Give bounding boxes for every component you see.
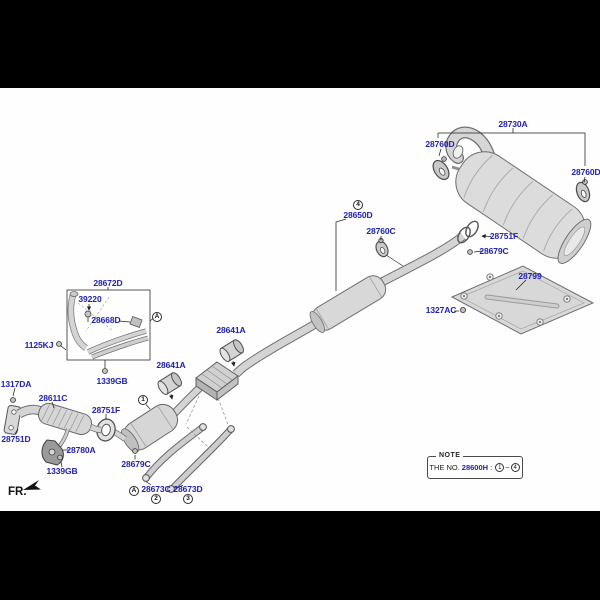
front-pipe — [3, 397, 102, 466]
diagram-canvas — [0, 88, 600, 511]
part-label-28679C-lower[interactable]: 28679C — [121, 459, 151, 469]
part-label-28780A[interactable]: 28780A — [66, 445, 96, 455]
bolt-1339GB-lower — [57, 454, 63, 461]
note-circle-1: 1 — [495, 463, 505, 472]
stay-bars — [132, 395, 235, 493]
note-box: NOTE THE NO. 28600H : 1 ~ 4 — [427, 452, 523, 479]
bolt-1339GB-upper — [102, 368, 108, 374]
note-text: THE NO. 28600H : 1 ~ 4 — [429, 463, 520, 472]
bolt-1125KJ — [56, 341, 62, 347]
part-label-1327AC[interactable]: 1327AC — [425, 305, 457, 315]
fr-label: FR. — [8, 486, 27, 498]
part-label-28673D[interactable]: 28673D — [173, 484, 203, 494]
muffler-hanger-right — [575, 179, 591, 203]
fr-direction-arrow-icon — [23, 480, 41, 490]
gasket-ring-28751F — [96, 418, 116, 442]
leader-lines — [12, 128, 586, 489]
clamp-28641A-upper — [219, 339, 244, 362]
note-circle-4: 4 — [510, 463, 520, 472]
bolt-28679C-right — [467, 249, 473, 255]
part-label-28730A[interactable]: 28730A — [498, 119, 528, 129]
bolt-28679C-lower — [132, 448, 138, 454]
part-label-28611C[interactable]: 28611C — [38, 393, 68, 403]
bolt-1317DA — [10, 397, 16, 403]
heat-shield — [450, 265, 595, 335]
marker-circle-A-box: A — [152, 312, 162, 322]
note-tilde: ~ — [505, 463, 510, 472]
part-label-39220[interactable]: 39220 — [78, 294, 102, 304]
rear-muffler — [379, 126, 592, 286]
part-label-1125KJ[interactable]: 1125KJ — [24, 340, 54, 350]
part-label-28751F-right[interactable]: 28751F — [489, 231, 519, 241]
egr-pipe-box — [56, 289, 151, 374]
part-label-28751F-center[interactable]: 28751F — [91, 405, 121, 415]
marker-circle-A-bottom: A — [129, 486, 139, 496]
sensor-39220 — [84, 310, 92, 318]
exhaust-diagram-art — [3, 126, 595, 493]
clamp-28641A-lower — [157, 372, 182, 395]
part-label-28673C[interactable]: 28673C — [141, 484, 171, 494]
note-prefix: THE NO. — [429, 463, 460, 472]
note-separator: : — [490, 463, 493, 472]
marker-circle-3: 3 — [183, 494, 193, 504]
part-label-28668D[interactable]: 28668D — [91, 315, 121, 325]
part-label-1339GB-upper[interactable]: 1339GB — [96, 376, 128, 386]
part-label-1339GB-lower[interactable]: 1339GB — [46, 466, 78, 476]
part-label-28641A-upper[interactable]: 28641A — [216, 325, 246, 335]
bracket-28668D — [129, 316, 143, 328]
note-title: NOTE — [436, 452, 464, 459]
part-label-28679C-right[interactable]: 28679C — [479, 246, 509, 256]
marker-circle-2: 2 — [151, 494, 161, 504]
hanger-28760C — [375, 237, 404, 267]
note-part-number[interactable]: 28600H — [461, 463, 489, 472]
part-label-28760D-right[interactable]: 28760D — [571, 167, 600, 177]
marker-circle-4: 4 — [353, 200, 363, 210]
part-label-28799[interactable]: 28799 — [518, 271, 542, 281]
bolt-1327AC — [459, 306, 466, 313]
part-label-1317DA[interactable]: 1317DA — [0, 379, 32, 389]
part-label-28760D-left[interactable]: 28760D — [425, 139, 455, 149]
part-label-28672D[interactable]: 28672D — [93, 278, 123, 288]
marker-circle-1: 1 — [138, 395, 148, 405]
center-muffler-assembly — [232, 237, 404, 378]
part-label-28751D[interactable]: 28751D — [1, 434, 31, 444]
part-label-28650D[interactable]: 28650D — [343, 210, 373, 220]
muffler-hanger-left — [432, 156, 450, 181]
part-label-28641A-lower[interactable]: 28641A — [156, 360, 186, 370]
part-label-28760C[interactable]: 28760C — [366, 226, 396, 236]
